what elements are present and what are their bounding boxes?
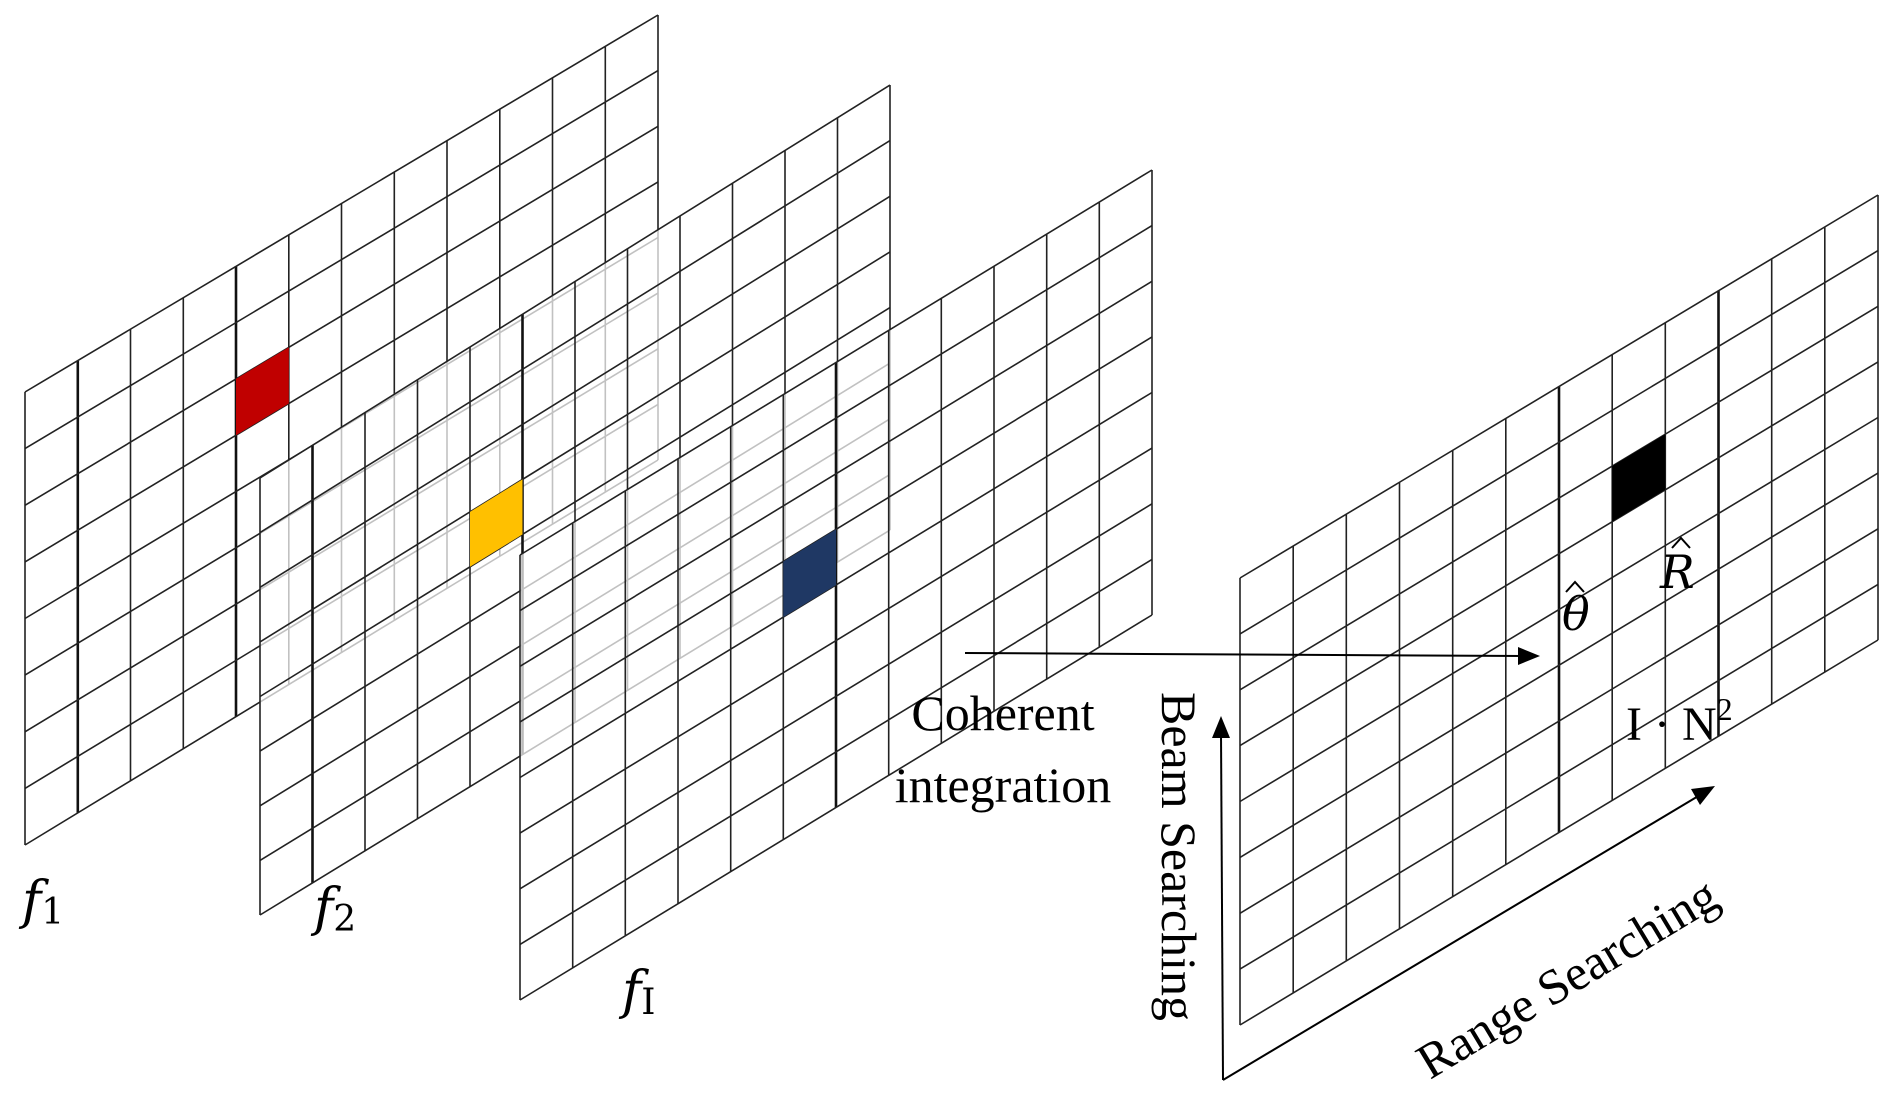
grid-row-line [259, 195, 891, 588]
grid-row-line [24, 14, 659, 393]
arrow-label-line1: Coherent [911, 685, 1094, 741]
layer-label-f2: f2 [310, 878, 356, 940]
grid-row-line [519, 503, 1153, 890]
grid-row-line [1239, 416, 1879, 803]
highlighted-cell [470, 479, 523, 567]
grid-row-line [519, 224, 1153, 612]
layer-label-f1: f1 [18, 871, 64, 933]
grid-row-line [259, 251, 891, 643]
grid-row-line [519, 614, 1153, 1001]
grid-row-line [1239, 472, 1879, 859]
coherent-integration-arrow [964, 647, 1540, 665]
grid-row-line [24, 69, 659, 450]
grid-row-line [1239, 361, 1879, 747]
highlighted-cell [236, 347, 289, 436]
svg-text:R: R [1659, 545, 1695, 599]
grid-row-line [1239, 528, 1879, 914]
grid-row-line [259, 306, 891, 698]
range-axis-arrow [1222, 786, 1715, 1081]
arrow-label-line2: integration [895, 757, 1112, 813]
beam-searching-label: Beam Searching [1151, 692, 1207, 1021]
grid-row-line [1239, 249, 1879, 635]
svg-text:θ: θ [1562, 587, 1590, 641]
layer-label-fI: fI [618, 961, 655, 1023]
grid-row-line [519, 447, 1153, 834]
grid-row-line [1239, 583, 1879, 970]
grid-row-line [519, 169, 1153, 556]
highlighted-cell [1612, 434, 1666, 522]
gain-label: I · N2 [1626, 691, 1733, 751]
grid-row-line [1239, 639, 1879, 1026]
theta-hat-label: θ [1562, 580, 1590, 641]
range-hat-label: R [1659, 536, 1695, 599]
grid-row-line [259, 84, 891, 479]
grid-row-line [1239, 194, 1879, 579]
grid-row-line [259, 139, 891, 534]
grid-row-line [519, 280, 1153, 667]
beam-axis-arrow [1212, 716, 1230, 1081]
grid-row-line [24, 125, 659, 506]
highlighted-cell [783, 529, 836, 618]
range-searching-label: Range Searching [1407, 866, 1727, 1089]
grid-row-line [1239, 305, 1879, 691]
grid-layer-result [1239, 194, 1879, 1026]
grid-row-line [519, 558, 1153, 946]
grid-layer-fI [519, 169, 1153, 1001]
grid-row-line [24, 181, 659, 563]
